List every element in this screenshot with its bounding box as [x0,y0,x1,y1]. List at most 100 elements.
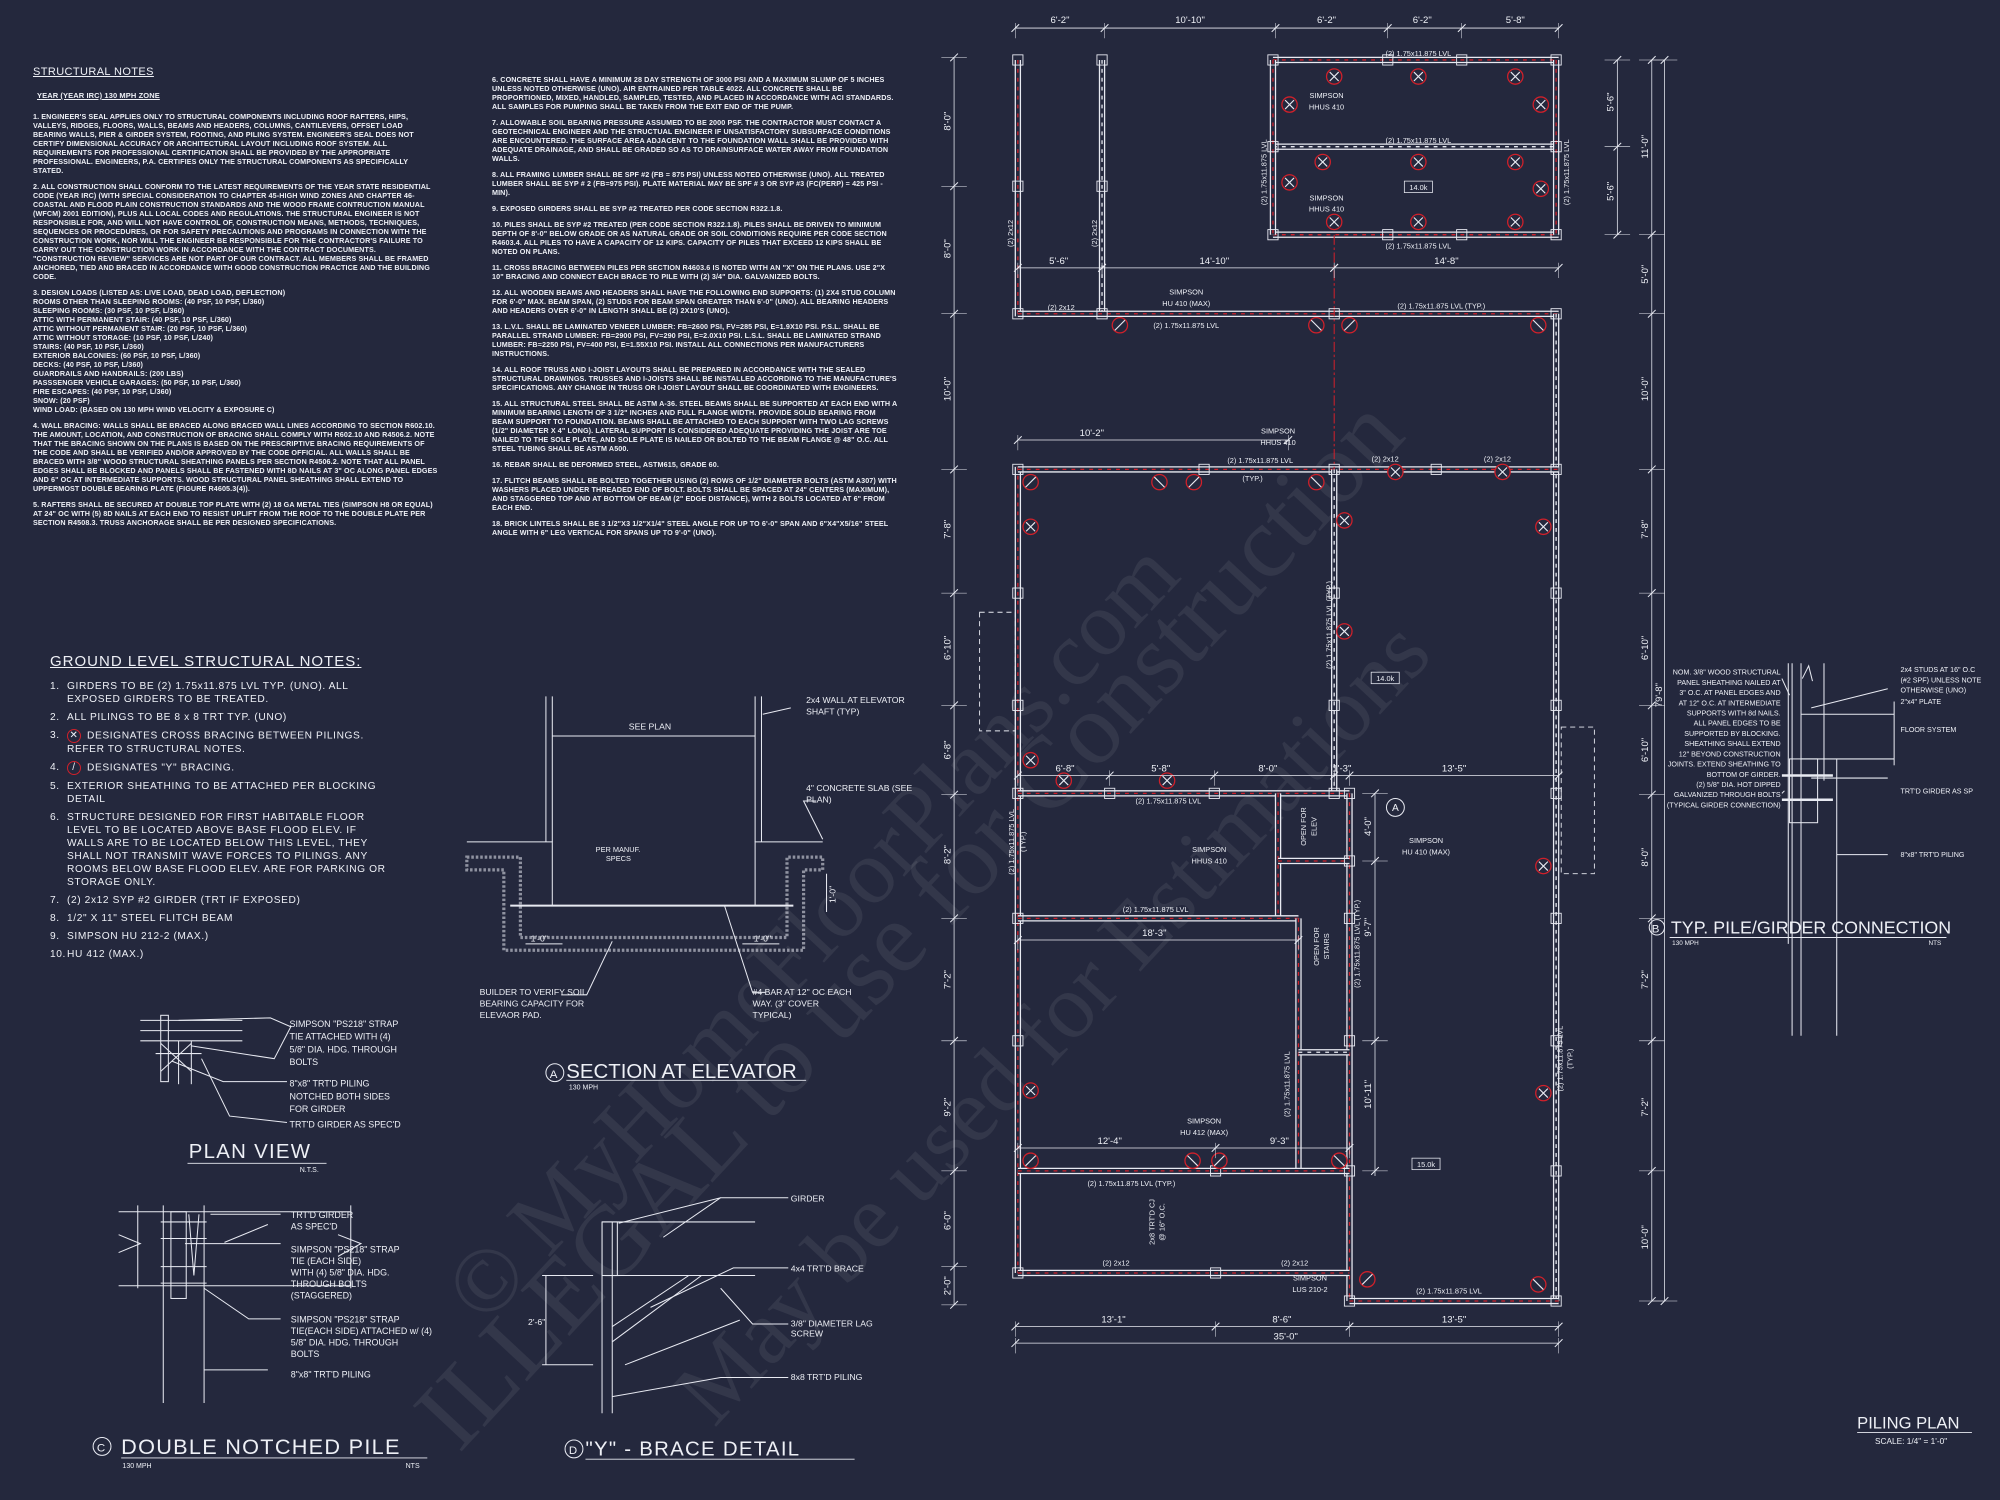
plan-label: OPEN FOR [1299,807,1308,846]
pile-square [1550,141,1562,153]
plan-label: (2) 1.75x11.875 LVL [1385,242,1451,251]
dimension-label: 5'-6" [1606,182,1617,201]
plan-label: (2) 1.75x11.875 LVL [1123,905,1189,914]
dimension-label: 13'-5" [1442,1315,1466,1326]
callout-line: WITH (4) 5/8" DIA. HDG. [291,1268,390,1278]
dimension-label: 5'-8" [1506,15,1525,26]
see-plan-label: SEE PLAN [629,722,671,732]
callout-line: 5/8" DIA. HDG. THROUGH [291,1338,398,1348]
dimension-label: 5'-0" [1640,265,1651,284]
dimension-label: 14'-10" [1199,256,1229,267]
ground-note-text: /DESIGNATES "Y" BRACING. [67,761,235,775]
wind-speed: 130 MPH [122,1463,151,1470]
note-7: 7. ALLOWABLE SOIL BEARING PRESSURE ASSUM… [492,118,891,163]
note-1: 1. ENGINEER'S SEAL APPLIES ONLY TO STRUC… [33,112,414,175]
pile-square [1550,463,1562,475]
cross-bracing-x [1162,775,1172,786]
dimension-label: 14'-8" [1434,256,1458,267]
note-6: 6. CONCRETE SHALL HAVE A MINIMUM 28 DAY … [492,75,894,111]
scale-note: NTS [406,1463,420,1470]
pile-square [1343,855,1356,867]
dimension-label: 6'-2" [1050,15,1069,26]
callout-line: 5/8" DIA. HDG. THROUGH [290,1044,397,1054]
dim-label: 1'-0" [754,933,771,943]
pile-square [1456,54,1468,66]
dimension-label: 6'-2" [1317,15,1336,26]
plan-view-title: PLAN VIEW [189,1141,312,1163]
ground-note-number: 8. [50,913,60,924]
ground-note-body: STRUCTURE DESIGNED FOR FIRST HABITABLE F… [67,812,386,888]
cross-bracing-x [1510,157,1521,167]
design-load-line: WIND LOAD: (BASED ON 130 MPH WIND VELOCI… [33,405,275,414]
dimension-label: 8'-6" [1272,1315,1291,1326]
structural-notes-title: STRUCTURAL NOTES [33,66,154,78]
ground-note-item: 8.1/2" X 11" STEEL FLITCH BEAM [50,912,395,925]
pile-square [1267,54,1279,66]
load-tag-box [1403,180,1433,193]
dimension-label: 11'-0" [1640,135,1651,159]
note-15: 15. ALL STRUCTURAL STEEL SHALL BE ASTM A… [492,399,898,453]
y-bracing-slash [1153,476,1165,488]
plan-label: SIMPSON [1310,193,1344,202]
plan-label: HU 410 (MAX) [1402,848,1450,857]
ground-note-body: HU 412 (MAX.) [67,949,144,960]
pile-square [1012,1035,1024,1047]
dashed-outline [979,611,1016,732]
section-elevator-labels: SEE PLAN PER MANUF. SPECS 1'-0" 1'-0" 1'… [480,695,913,1091]
dimension-label: 2'-0" [942,1276,953,1295]
dimension-label: 8'-0" [942,239,953,258]
callout-line: SHEATHING SHALL EXTEND [1684,740,1780,748]
ground-note-item: 1.GIRDERS TO BE (2) 1.75x11.875 LVL TYP.… [50,680,395,706]
pile-square [1343,1035,1356,1047]
cross-bracing-x [1058,775,1069,786]
design-load-line: DECKS: (40 PSF, 10 PSF, L/360) [33,360,144,369]
pile-square [1550,229,1562,241]
load-tag-box [1411,1157,1441,1171]
callout-line: BOLTS [291,1349,320,1359]
ground-note-body: DESIGNATES CROSS BRACING BETWEEN PILINGS… [67,730,364,755]
dimension-label: 10'-10" [1175,15,1205,26]
callout-line: TRT'D GIRDER AS SPEC'D [290,1120,401,1130]
load-tag-box [1370,671,1400,685]
plan-label: SIMPSON [1261,427,1295,436]
plan-view-callouts: SIMPSON "PS218" STRAP TIE ATTACHED WITH … [187,1019,401,1174]
pile-square [1550,54,1562,66]
pile-square [1328,308,1340,320]
note-10: 10. PILES SHALL BE SYP #2 TREATED (PER C… [492,220,887,256]
callout-line: 2x4 STUDS AT 16" O.C [1901,666,1976,674]
pile-square [1012,912,1024,924]
cross-bracing-x [1284,99,1295,110]
ground-note-body: SIMPSON HU 212-2 (MAX.) [67,931,209,942]
ground-note-number: 10. [50,949,66,960]
callout-line: 4x4 TRT'D BRACE [791,1264,864,1274]
callout-line: SHAFT (TYP) [806,706,859,716]
plan-label: ELEV [1309,817,1318,836]
plan-label: (2) 1.75x11.875 LVL (TYP.) [1325,581,1334,669]
note-3-design-loads: 3. DESIGN LOADS (LISTED AS: LIVE LOAD, D… [33,288,438,414]
note-11: 11. CROSS BRACING BETWEEN PILES PER SECT… [492,263,886,281]
callout-line: (2) 5/8" DIA. HOT DIPPED [1696,781,1780,789]
pile-square [1096,54,1108,66]
cross-bracing-x [1339,626,1350,637]
dimension-label: 7'-8" [1640,520,1651,539]
cross-bracing-x [1538,861,1549,871]
dimension-label: 5'-6" [1606,93,1617,112]
cross-bracing-x [1413,217,1424,227]
plan-label: (2) 2x12 [1103,1258,1130,1267]
cross-bracing-x [1538,521,1549,532]
cross-bracing-x [1390,467,1401,477]
ground-note-item: 7.(2) 2x12 SYP #2 GIRDER (TRT IF EXPOSED… [50,894,395,907]
cross-bracing-x [1317,157,1328,167]
ground-note-body: ALL PILINGS TO BE 8 x 8 TRT TYP. (UNO) [67,712,287,723]
y-brace-labels: GIRDER 4x4 TRT'D BRACE 3/8" DIAMETER LAG… [528,1194,873,1461]
callout-line: BOLTS [290,1057,319,1067]
ground-level-notes-title: GROUND LEVEL STRUCTURAL NOTES: [50,653,362,670]
ground-note-number: 3. [50,730,60,741]
callout-line: 4" CONCRETE SLAB (SEE [806,783,912,793]
design-load-line: EXTERIOR BALCONIES: (60 PSF, 10 PSF, L/3… [33,351,201,360]
pile-square [1343,1165,1356,1177]
dimension-label: 6'-2" [1413,15,1432,26]
load-tag: 14.0k [1409,183,1427,192]
plan-label: (2) 2x12 [1372,455,1399,464]
y-bracing-slash [1310,476,1322,488]
